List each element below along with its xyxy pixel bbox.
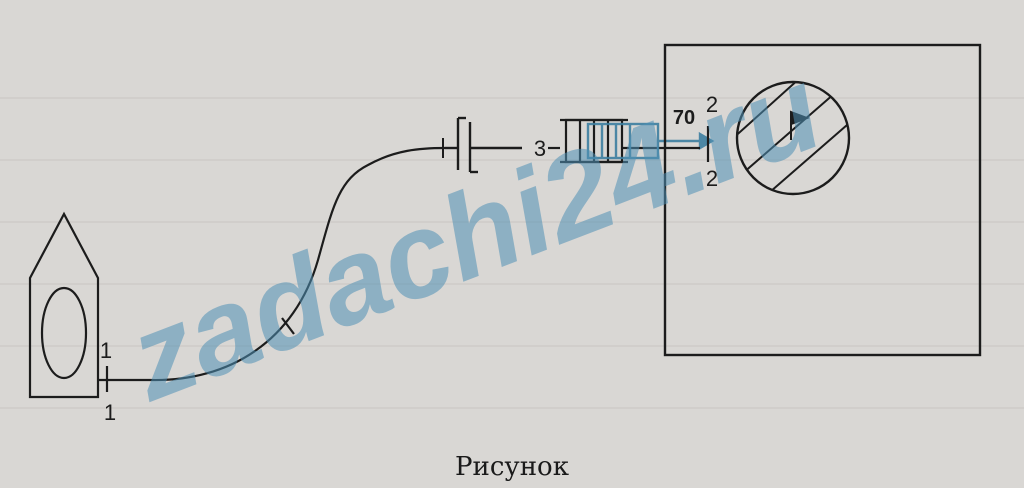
- section-1-bottom-label: 1: [104, 400, 116, 425]
- section-2-bottom-label: 2: [706, 166, 718, 191]
- section-1-top-label: 1: [100, 338, 112, 363]
- blue-annotation: [586, 122, 715, 160]
- figure-caption: Рисунок: [455, 452, 569, 482]
- boat-hatch: [40, 286, 88, 380]
- faint-table-lines: [0, 97, 1024, 409]
- boat-shape: [28, 211, 100, 399]
- flexible-hose: [149, 146, 446, 382]
- pipe-3-label: 3: [534, 136, 546, 161]
- hose-joint-tick: [281, 317, 295, 335]
- section-1-marker: [98, 366, 150, 392]
- hatched-circle: [735, 80, 851, 196]
- blue-value-label: 70: [673, 107, 695, 129]
- tank-outline: [663, 43, 982, 357]
- flange-connection: [445, 116, 522, 174]
- section-2-top-label: 2: [706, 92, 718, 117]
- flag-icon: [790, 110, 810, 140]
